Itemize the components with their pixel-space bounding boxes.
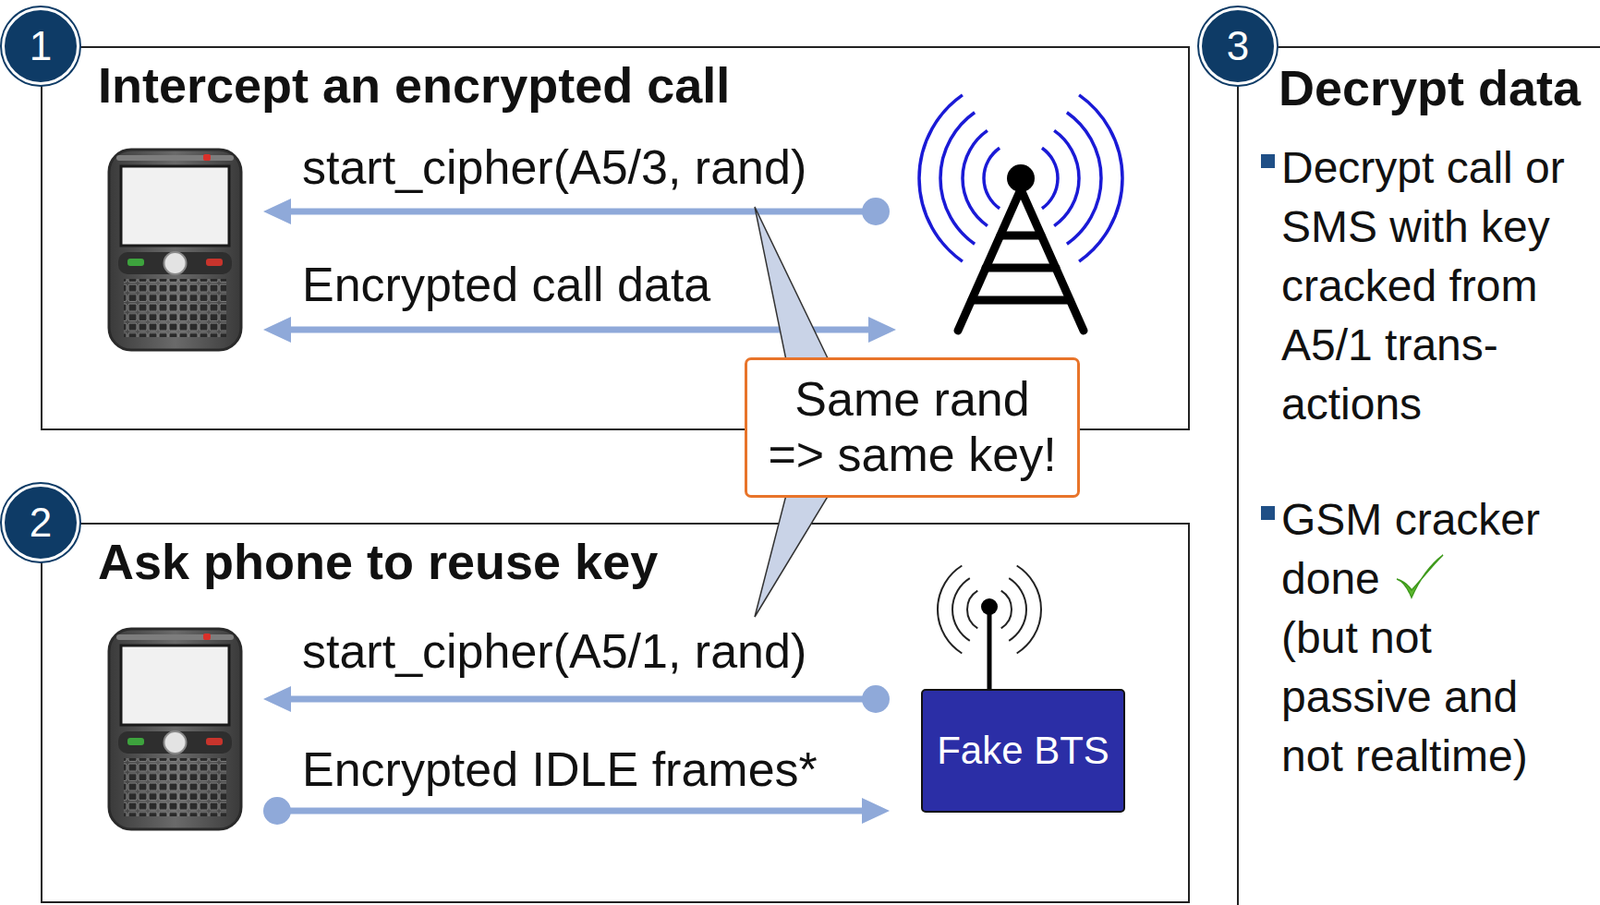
cell-tower (919, 95, 1123, 331)
step-panel: Decrypt dataDecrypt call or SMS with key… (1236, 46, 1600, 905)
signal-wave (1066, 112, 1102, 245)
callout-pointer (754, 206, 829, 361)
box-label: Fake BTS (936, 731, 1110, 771)
signal-wave (952, 578, 970, 642)
signal-wave (967, 591, 978, 630)
signal-wave (962, 130, 988, 226)
bullet-text: (but not passive and not realtime) (1281, 608, 1592, 787)
signal-wave (1001, 591, 1012, 630)
arrows (263, 797, 291, 825)
message-label: start_cipher(A5/3, rand) (302, 143, 807, 192)
signal-wave (919, 95, 963, 262)
cell-tower (957, 189, 1021, 331)
callout-number: 3 (1226, 25, 1249, 67)
cell-tower (1020, 189, 1084, 331)
arrows (277, 808, 872, 815)
panel-heading: Intercept an encrypted call (97, 60, 730, 110)
arrows (861, 798, 890, 825)
bullet-text: Decrypt call or SMS with key cracked fro… (1281, 138, 1592, 435)
cell-tower (1006, 164, 1035, 193)
callout-number: 3 (1199, 7, 1277, 85)
callout-number: 2 (29, 502, 52, 544)
panel-heading: Ask phone to reuse key (97, 536, 658, 587)
cell-tower (985, 264, 1056, 273)
cell-tower (919, 95, 1123, 262)
fake-bts-box: Fake BTS (921, 689, 1126, 813)
arrows (263, 316, 291, 343)
callout-number: 2 (1, 484, 80, 562)
callout-number: 1 (29, 25, 52, 67)
arrows (281, 327, 878, 334)
bts-antenna (987, 606, 993, 691)
signal-wave (1042, 147, 1058, 209)
arrows (868, 316, 897, 343)
message-label: Encrypted call data (302, 260, 711, 309)
signal-wave (1078, 95, 1123, 262)
bullet-square (1260, 506, 1275, 521)
cell-tower (971, 296, 1070, 305)
box-label: Same rand => same key! (762, 372, 1063, 484)
signal-wave (983, 147, 1000, 209)
message-label: Encrypted IDLE frames* (302, 745, 818, 794)
arrows (281, 208, 876, 216)
panel-heading: Decrypt data (1278, 62, 1581, 113)
arrows (861, 685, 890, 714)
signal-wave (1017, 566, 1042, 655)
callout-number: 1 (1, 7, 80, 85)
checkmark (1393, 551, 1445, 604)
signal-wave (937, 566, 962, 655)
step-panel: Fake BTS Ask phone to reuse key (40, 522, 1190, 904)
bullet-square (1260, 154, 1275, 169)
cell-tower (957, 189, 1084, 331)
bts-antenna (937, 566, 1042, 691)
phone-illustration (109, 149, 242, 351)
phone-illustration (109, 629, 242, 830)
arrows (281, 696, 876, 704)
callout-pointer (754, 495, 829, 618)
arrows (263, 198, 291, 225)
bts-antenna (981, 598, 998, 616)
arrows (263, 197, 897, 825)
cell-tower (1000, 231, 1042, 241)
signal-wave (1008, 578, 1027, 642)
checkmark (1396, 555, 1443, 598)
message-label: start_cipher(A5/1, rand) (302, 627, 807, 676)
bullet-text: GSM cracker done (1281, 490, 1592, 609)
signal-wave (940, 112, 975, 245)
arrows (263, 686, 291, 713)
arrows (861, 197, 890, 226)
callout-box: Same rand => same key! (744, 357, 1080, 498)
signal-wave (1054, 130, 1079, 226)
